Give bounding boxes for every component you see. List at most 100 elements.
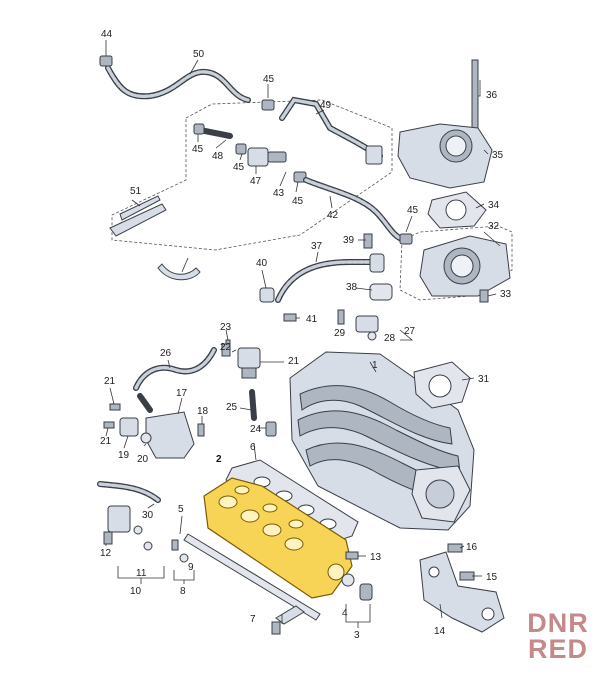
gasket-39 — [369, 283, 393, 301]
hose-26 — [249, 389, 257, 421]
label-44: 43 — [273, 188, 285, 199]
bolt-15 — [459, 571, 475, 581]
bolt-40 — [363, 233, 373, 249]
label-12: 12 — [100, 548, 112, 559]
label-38: 37 — [311, 241, 323, 252]
label-30: 29 — [334, 328, 346, 339]
label-49: 50 — [193, 49, 205, 60]
hose-43 — [303, 177, 413, 245]
label-20: 20 — [137, 454, 149, 465]
valve-22 — [237, 347, 261, 379]
label-19: 19 — [118, 450, 130, 461]
bolts-21 — [103, 403, 121, 429]
label-18: 18 — [197, 406, 209, 417]
label-45-right: 45 — [292, 196, 304, 207]
label-21-bottom: 21 — [100, 436, 112, 447]
label-2-highlighted: 2 — [216, 454, 222, 465]
label-27: 26 — [160, 348, 172, 359]
pipe-38 — [275, 253, 385, 303]
bracket-50 — [109, 195, 167, 237]
bolt-16 — [447, 543, 463, 553]
label-11: 11 — [136, 568, 147, 579]
label-46: 47 — [250, 176, 262, 187]
label-7: 7 — [250, 614, 256, 625]
label-43: 42 — [327, 210, 339, 221]
label-39: 38 — [346, 282, 358, 293]
sensor-30 — [337, 309, 379, 341]
label-31: 30 — [142, 510, 154, 521]
seal-pins-8-9 — [171, 539, 189, 563]
label-47: 48 — [212, 151, 224, 162]
gasket-35 — [427, 191, 487, 229]
label-6: 6 — [250, 442, 256, 453]
clip-25 — [265, 421, 277, 437]
fitting-41 — [259, 287, 275, 303]
plug-3-4 — [341, 573, 373, 601]
label-45-mid: 45 — [263, 74, 275, 85]
label-41: 40 — [256, 258, 268, 269]
bolt-13 — [345, 551, 359, 560]
label-10: 10 — [130, 586, 142, 597]
label-3: 3 — [354, 630, 360, 641]
label-22: 21 — [288, 356, 300, 367]
hose-clamp-45-top — [99, 55, 113, 67]
bolt-18 — [197, 423, 205, 437]
label-25: 24 — [250, 424, 262, 435]
label-8: 8 — [180, 586, 186, 597]
label-40: 39 — [343, 235, 355, 246]
label-4: 4 — [342, 608, 348, 619]
label-1: 1 — [372, 360, 378, 371]
label-13: 13 — [370, 552, 382, 563]
valve-46 — [247, 147, 287, 167]
label-50: 51 — [130, 186, 142, 197]
valve-10 — [107, 505, 153, 551]
label-37: 36 — [486, 90, 498, 101]
hose-49 — [105, 65, 251, 103]
label-9: 9 — [188, 562, 194, 573]
gasket-32 — [413, 361, 471, 409]
label-45-top: 44 — [101, 29, 113, 40]
bracket-14 — [419, 551, 505, 633]
part-labels: 44 50 45 4 9 45 48 45 47 43 45 42 45 39 5… — [100, 29, 512, 641]
label-21-top: 21 — [104, 376, 116, 387]
label-17: 17 — [176, 388, 188, 399]
label-26: 25 — [226, 402, 238, 413]
bolt-42 — [283, 313, 297, 322]
label-45-left: 45 — [192, 144, 204, 155]
valve-17 — [137, 393, 195, 459]
label-34: 33 — [500, 289, 512, 300]
hose-47 — [193, 123, 247, 155]
assembly-dashed-outline-2 — [399, 225, 513, 301]
label-23: 22 — [220, 342, 232, 353]
assembly-dashed-outline — [111, 99, 393, 251]
label-5: 5 — [178, 504, 184, 515]
label-45-throttle: 45 — [407, 205, 419, 216]
pipe-48 — [279, 96, 383, 165]
watermark-logo: DNR RED — [513, 608, 603, 664]
throttle-housing-33 — [419, 235, 511, 297]
label-15: 15 — [486, 572, 498, 583]
label-33: 32 — [488, 221, 500, 232]
label-35: 34 — [488, 200, 500, 211]
label-24: 23 — [220, 322, 232, 333]
lower-manifold-2-highlighted — [203, 477, 353, 599]
throttle-body-36 — [397, 123, 493, 189]
label-45-small: 45 — [233, 162, 245, 173]
label-16: 16 — [466, 542, 478, 553]
sensor-7 — [271, 605, 305, 635]
bolt-12 — [103, 531, 113, 545]
label-28: 27 — [404, 326, 416, 337]
connector-44-45 — [293, 171, 307, 183]
hose-31 — [97, 481, 161, 503]
hose-27 — [133, 347, 217, 391]
label-36: 35 — [492, 150, 504, 161]
label-29: 28 — [384, 333, 396, 344]
clip-51 — [157, 263, 201, 281]
watermark-line-1: DNR — [527, 608, 589, 638]
seal-strip-5 — [183, 533, 321, 621]
sensor-19-20 — [119, 417, 152, 444]
watermark-line-2: RED — [527, 634, 588, 664]
label-14: 14 — [434, 626, 446, 637]
